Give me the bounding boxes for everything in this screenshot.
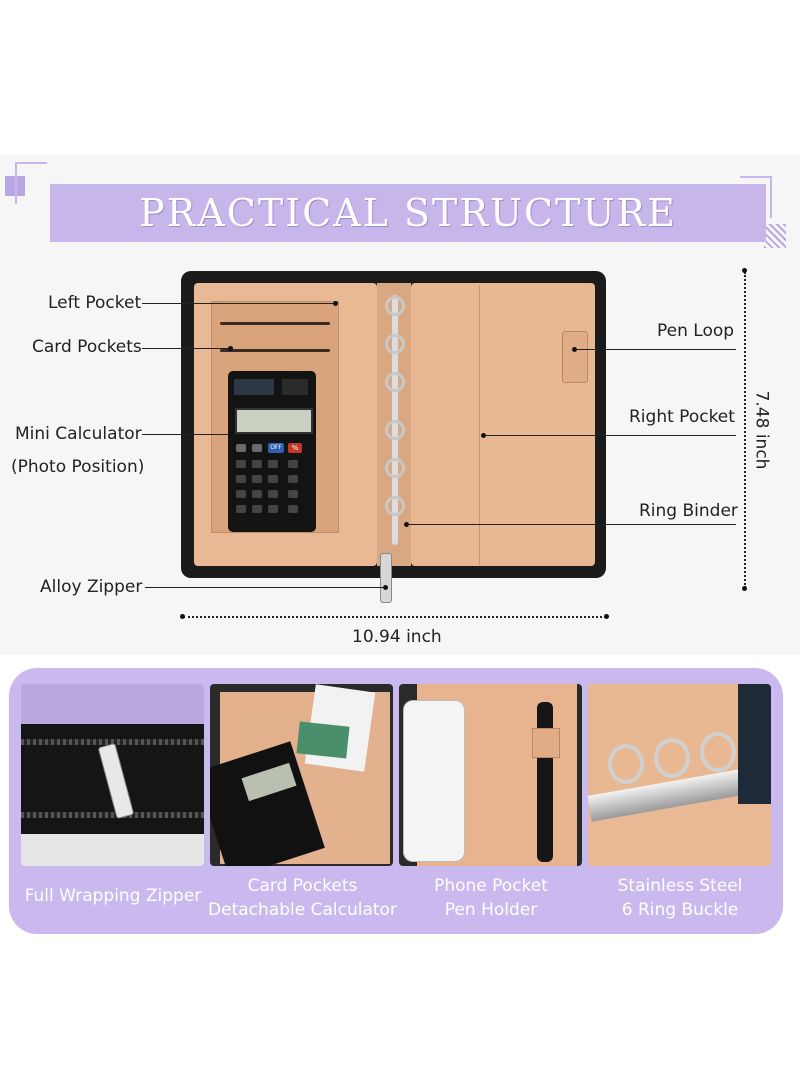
feature-photo-phone-pocket bbox=[399, 684, 582, 866]
feature-photo-card-pockets bbox=[210, 684, 393, 866]
caption-line: Full Wrapping Zipper bbox=[24, 886, 202, 906]
label-ring-binder: Ring Binder bbox=[639, 501, 738, 521]
calculator-screen bbox=[235, 408, 313, 434]
corner-decoration-bracket-left bbox=[15, 162, 47, 204]
callout-dot bbox=[228, 346, 233, 351]
leader-line bbox=[145, 587, 385, 588]
calculator-solar-panel bbox=[234, 379, 274, 395]
feature-photo-zipper bbox=[21, 684, 204, 866]
right-inner-cover bbox=[411, 283, 595, 566]
caption-line: Phone Pocket bbox=[434, 876, 548, 896]
binder-ring bbox=[385, 496, 405, 516]
corner-decoration-bracket-right bbox=[740, 176, 772, 218]
card-slot bbox=[220, 322, 330, 325]
width-dimension-label: 10.94 inch bbox=[352, 627, 442, 647]
caption-line: Detachable Calculator bbox=[208, 900, 397, 920]
width-dimension-line bbox=[183, 616, 606, 618]
leader-line bbox=[483, 435, 736, 436]
leader-line bbox=[142, 303, 335, 304]
caption-line: Card Pockets bbox=[247, 876, 358, 896]
dimension-endpoint bbox=[180, 614, 185, 619]
callout-dot bbox=[228, 432, 233, 437]
callout-dot bbox=[481, 433, 486, 438]
title-banner bbox=[50, 184, 766, 242]
alloy-zipper-pull bbox=[380, 553, 392, 603]
right-pocket bbox=[479, 285, 585, 565]
binder-ring bbox=[385, 296, 405, 316]
feature-caption-card-pockets: Card Pockets Detachable Calculator bbox=[200, 874, 405, 922]
callout-dot bbox=[383, 585, 388, 590]
corner-decoration-bottom-right bbox=[764, 224, 786, 248]
feature-caption-rings: Stainless Steel 6 Ring Buckle bbox=[584, 874, 776, 922]
page-title: PRACTICAL STRUCTURE bbox=[139, 191, 677, 235]
pen-loop bbox=[562, 331, 588, 383]
caption-line: 6 Ring Buckle bbox=[621, 900, 739, 920]
calculator-off-key: OFF bbox=[268, 443, 284, 453]
feature-caption-zipper: Full Wrapping Zipper bbox=[16, 884, 210, 908]
label-pen-loop: Pen Loop bbox=[657, 321, 735, 341]
callout-dot bbox=[333, 301, 338, 306]
label-alloy-zipper: Alloy Zipper bbox=[40, 577, 143, 597]
height-dimension-label: 7.48 inch bbox=[751, 390, 772, 470]
leader-line bbox=[142, 348, 230, 349]
calculator-corner bbox=[282, 379, 308, 395]
leader-line bbox=[574, 349, 736, 350]
label-left-pocket: Left Pocket bbox=[48, 293, 142, 313]
caption-line: Pen Holder bbox=[444, 900, 538, 920]
label-card-pockets: Card Pockets bbox=[32, 337, 142, 357]
dimension-endpoint bbox=[742, 268, 747, 273]
binder-ring bbox=[385, 420, 405, 440]
calculator-percent-key: % bbox=[288, 443, 302, 453]
label-photo-position: (Photo Position) bbox=[11, 457, 145, 477]
leader-line bbox=[406, 524, 736, 525]
dimension-endpoint bbox=[604, 614, 609, 619]
caption-line: Stainless Steel bbox=[617, 876, 743, 896]
height-dimension-line bbox=[744, 272, 746, 588]
binder-ring bbox=[385, 458, 405, 478]
calculator-keypad: OFF % bbox=[236, 443, 308, 524]
binder-ring bbox=[385, 372, 405, 392]
card-slot bbox=[220, 349, 330, 352]
dimension-endpoint bbox=[742, 586, 747, 591]
label-right-pocket: Right Pocket bbox=[629, 407, 735, 427]
label-mini-calculator: Mini Calculator bbox=[15, 424, 142, 444]
callout-dot bbox=[404, 522, 409, 527]
binder-ring bbox=[385, 334, 405, 354]
callout-dot bbox=[572, 347, 577, 352]
leader-line bbox=[142, 434, 230, 435]
feature-caption-phone-pocket: Phone Pocket Pen Holder bbox=[395, 874, 587, 922]
feature-photo-rings bbox=[588, 684, 771, 866]
